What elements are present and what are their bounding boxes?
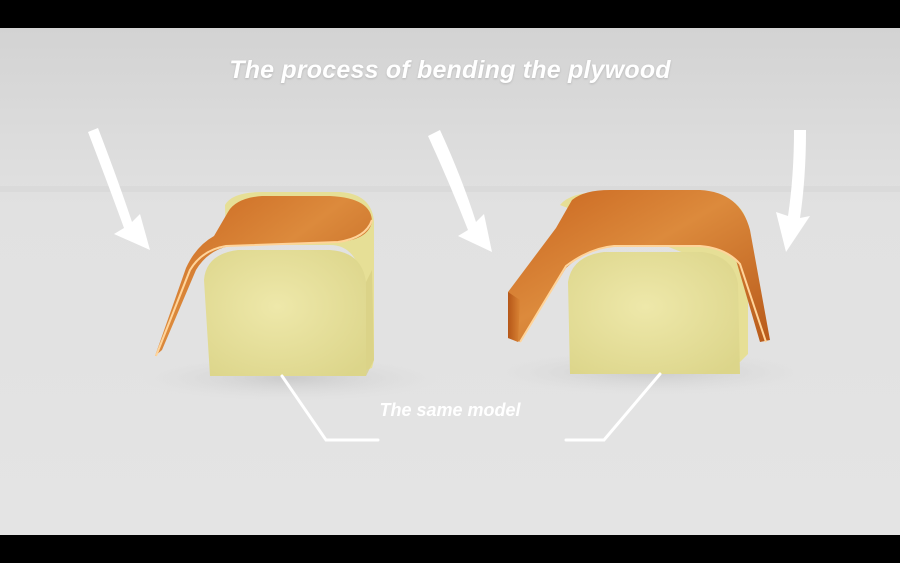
title-text: The process of bending the plywood bbox=[229, 56, 671, 84]
plywood-sheet bbox=[155, 196, 372, 356]
callout-lines bbox=[280, 372, 662, 442]
scene-illustration bbox=[0, 28, 900, 535]
foam-block-front bbox=[204, 250, 366, 376]
callout-line-right bbox=[564, 372, 662, 442]
plywood-edge bbox=[155, 219, 373, 357]
backdrop bbox=[0, 28, 900, 535]
plywood-sheet-2 bbox=[508, 190, 770, 342]
callout-line-left bbox=[280, 374, 380, 442]
horizon-line bbox=[0, 186, 900, 192]
caption-text: The same model bbox=[379, 400, 521, 420]
render-scene bbox=[0, 28, 900, 535]
left-model bbox=[140, 192, 440, 400]
down-arrow-icon bbox=[88, 128, 150, 250]
foam-block-front-2 bbox=[568, 252, 740, 374]
right-model bbox=[490, 190, 810, 394]
down-arrow-icon bbox=[428, 130, 492, 252]
arrows bbox=[88, 128, 810, 252]
plywood-edge-2 bbox=[519, 245, 767, 343]
down-arrow-icon bbox=[776, 130, 810, 252]
